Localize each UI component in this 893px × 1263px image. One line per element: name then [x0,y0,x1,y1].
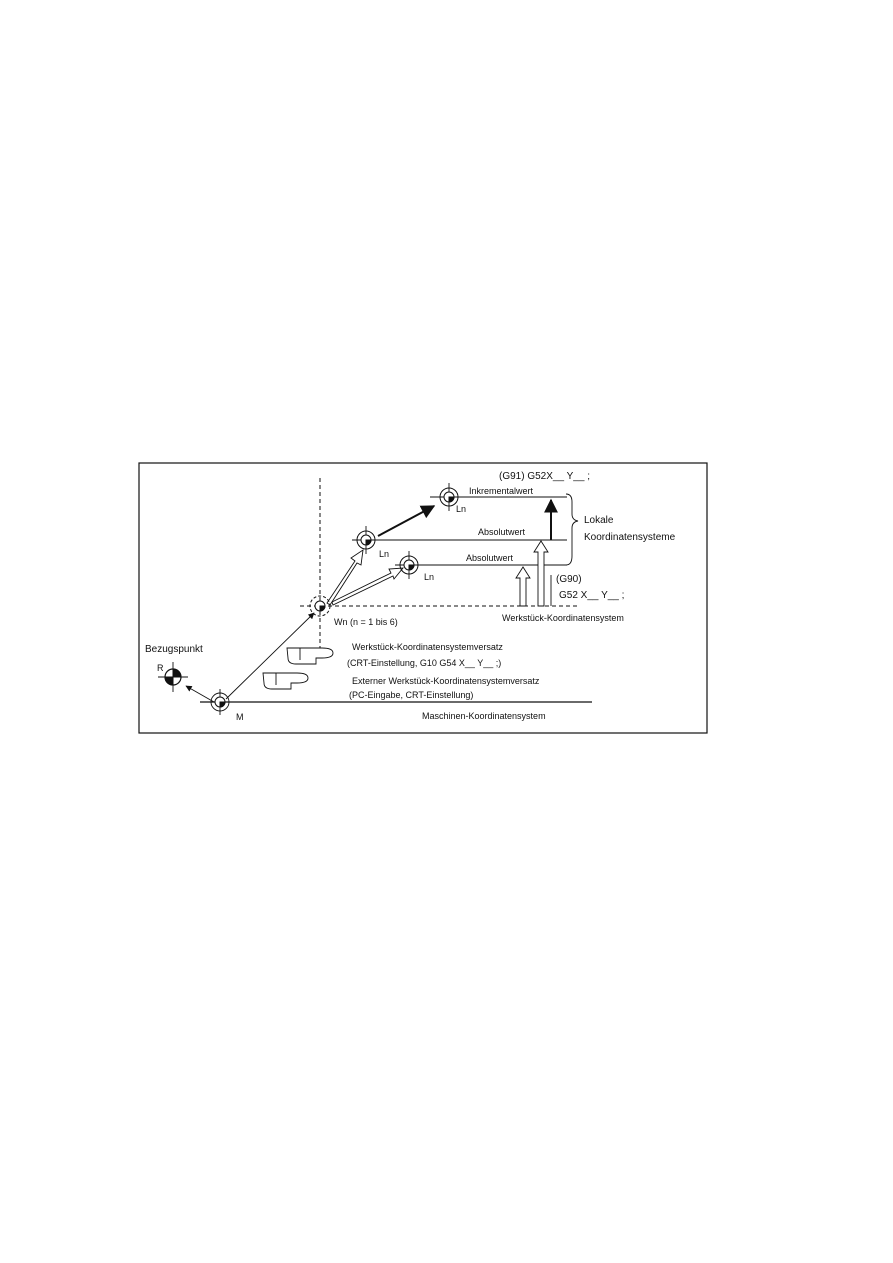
m-label: M [236,712,244,722]
workpiece-coordinate-system-label: Werkstück-Koordinatensystem [502,613,624,623]
local-systems-brace [565,493,579,566]
local-systems-label-line1: Lokale [584,515,614,526]
local-origin-ln-mid-symbol [352,526,380,554]
g90-label: (G90) [556,574,582,585]
hollow-arrow-wn-to-ln-low [331,567,405,606]
workpiece-origin-wn-symbol [309,595,331,617]
workpiece-offset-label: Werkstück-Koordinatensystemversatz [352,642,503,652]
absolute-value-lower-label: Absolutwert [466,553,514,563]
pointing-hand-icon [286,647,334,665]
crt-g10-label: (CRT-Einstellung, G10 G54 X__ Y__ ;) [347,658,501,668]
arrow-m-to-wn [225,612,315,700]
external-workpiece-offset-label: Externer Werkstück-Koordinatensystemvers… [352,676,540,686]
local-origin-ln-low-symbol [395,551,423,579]
local-systems-label-line2: Koordinatensysteme [584,532,676,543]
local-origin-ln-top-symbol [435,483,463,511]
hollow-arrow-absolute-mid [533,540,549,607]
g91-command-label: (G91) G52X__ Y__ ; [499,471,590,482]
reference-point-label: Bezugspunkt [145,644,203,655]
machine-coordinate-system-label: Maschinen-Koordinatensystem [422,711,546,721]
arrow-m-to-r [185,685,215,703]
ln-low-label: Ln [424,572,434,582]
ln-mid-label: Ln [379,549,389,559]
wn-label: Wn (n = 1 bis 6) [334,617,398,627]
pc-input-label: (PC-Eingabe, CRT-Einstellung) [349,690,473,700]
figure-frame [138,462,708,734]
incremental-value-label: Inkrementalwert [469,486,534,496]
hollow-arrow-wn-to-ln-mid [326,549,364,606]
ln-top-label: Ln [456,504,466,514]
absolute-value-upper-label: Absolutwert [478,527,526,537]
r-label: R [157,663,164,673]
g52-command-label: G52 X__ Y__ ; [559,590,624,601]
origin-m-symbol [207,689,233,715]
pointing-hand-icon-2 [262,672,309,690]
arrow-ln-to-ln-incremental [377,505,436,537]
reference-point-r-symbol [158,662,188,692]
hollow-arrow-absolute-low [515,566,531,607]
